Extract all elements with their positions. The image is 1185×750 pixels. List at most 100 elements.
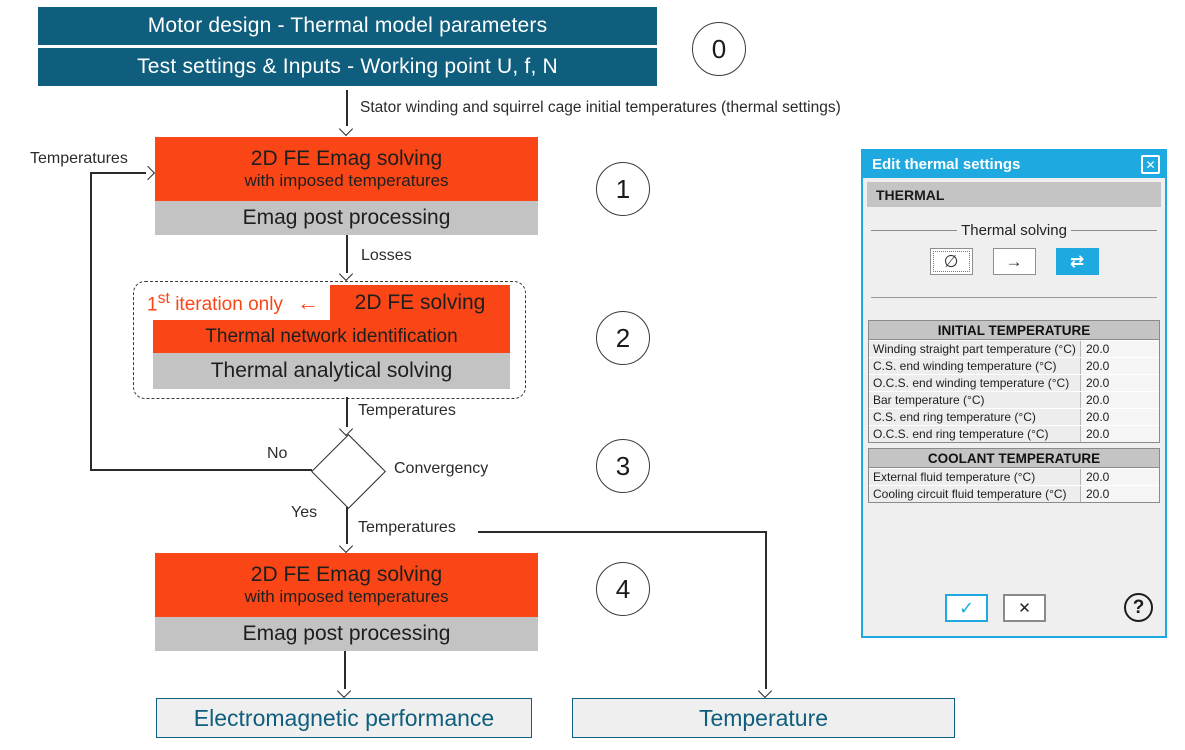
- temperature-branch-line: [478, 531, 766, 533]
- step1-emag-solving-box: 2D FE Emag solving with imposed temperat…: [155, 137, 538, 201]
- param-value[interactable]: 20.0: [1080, 341, 1159, 357]
- step2-analytical-solving-label: Thermal analytical solving: [210, 359, 453, 382]
- step-badge-1: 1: [596, 162, 650, 216]
- arrowhead-down-icon: [338, 421, 354, 437]
- arrow-line: [346, 397, 348, 427]
- param-label: C.S. end winding temperature (°C): [869, 358, 1080, 374]
- banner-motor-design-label: Motor design - Thermal model parameters: [147, 14, 548, 37]
- step1-title: 2D FE Emag solving: [250, 147, 443, 170]
- initial-temperature-header: INITIAL TEMPERATURE: [869, 321, 1159, 340]
- param-label: C.S. end ring temperature (°C): [869, 409, 1080, 425]
- cancel-button[interactable]: ✕: [1003, 594, 1046, 622]
- arrowhead-down-icon: [336, 683, 352, 699]
- mid-temperatures-label: Temperatures: [358, 402, 456, 419]
- arrow-line: [346, 235, 348, 273]
- thermal-solving-group-legend: Thermal solving: [871, 222, 1157, 239]
- step-badge-3-label: 3: [615, 450, 631, 481]
- step4-post-label: Emag post processing: [242, 622, 451, 645]
- note-text: iteration only: [175, 294, 283, 316]
- param-label: Cooling circuit fluid temperature (°C): [869, 486, 1080, 502]
- solver-one-way-button[interactable]: →: [992, 248, 1036, 275]
- banner-motor-design: Motor design - Thermal model parameters: [38, 7, 657, 45]
- first-iteration-text: 1st iteration only: [147, 290, 283, 316]
- coolant-temperature-header: COOLANT TEMPERATURE: [869, 449, 1159, 468]
- edit-thermal-settings-dialog: Edit thermal settings ✕ THERMAL Thermal …: [861, 149, 1167, 638]
- step-badge-4: 4: [596, 562, 650, 616]
- initial-temperature-table: INITIAL TEMPERATURE Winding straight par…: [868, 320, 1160, 443]
- step-badge-3: 3: [596, 439, 650, 493]
- legend-rule: [1070, 230, 1157, 231]
- loop-line: [90, 172, 92, 470]
- step2-network-identification-label: Thermal network identification: [205, 325, 458, 347]
- left-arrow-icon: ←: [297, 290, 319, 315]
- solver-mode-buttons: ∅ → ⇄: [863, 248, 1165, 275]
- arrowhead-down-icon: [338, 538, 354, 554]
- thermal-section-label: THERMAL: [876, 186, 945, 203]
- note-sup: st: [157, 289, 170, 307]
- banner-test-settings-label: Test settings & Inputs - Working point U…: [137, 55, 558, 78]
- step1-post-processing-box: Emag post processing: [155, 201, 538, 235]
- note-num: 1: [147, 294, 158, 316]
- step2-analytical-solving-box: Thermal analytical solving: [153, 353, 510, 389]
- arrowhead-down-icon: [338, 266, 354, 282]
- checkmark-icon: ✓: [958, 597, 975, 618]
- table-row: O.C.S. end ring temperature (°C) 20.0: [869, 425, 1159, 442]
- param-value[interactable]: 20.0: [1080, 469, 1159, 485]
- loop-temperatures-label: Temperatures: [30, 150, 128, 167]
- param-value[interactable]: 20.0: [1080, 486, 1159, 502]
- arrow-line: [344, 651, 346, 689]
- step4-emag-solving-box: 2D FE Emag solving with imposed temperat…: [155, 553, 538, 617]
- param-value[interactable]: 20.0: [1080, 392, 1159, 408]
- param-value[interactable]: 20.0: [1080, 426, 1159, 442]
- step2-fe-solving-label: 2D FE solving: [354, 290, 486, 314]
- table-row: Cooling circuit fluid temperature (°C) 2…: [869, 485, 1159, 502]
- decision-convergency-label: Convergency: [394, 460, 489, 477]
- table-row: Bar temperature (°C) 20.0: [869, 391, 1159, 408]
- initial-temperatures-label: Stator winding and squirrel cage initial…: [360, 99, 841, 116]
- convergency-diamond: [311, 434, 386, 509]
- arrowhead-right-icon: [140, 165, 156, 181]
- step4-subtitle: with imposed temperatures: [244, 587, 449, 606]
- step1-subtitle: with imposed temperatures: [244, 171, 449, 190]
- param-value[interactable]: 20.0: [1080, 375, 1159, 391]
- question-mark-icon: ?: [1132, 596, 1145, 618]
- arrowhead-down-icon: [338, 121, 354, 137]
- two-way-arrows-icon: ⇄: [1069, 251, 1085, 271]
- dialog-title-label: Edit thermal settings: [872, 156, 1021, 173]
- help-button[interactable]: ?: [1124, 593, 1153, 622]
- step-badge-2-label: 2: [615, 322, 631, 353]
- banner-test-settings: Test settings & Inputs - Working point U…: [38, 48, 657, 86]
- out-temperatures-label: Temperatures: [358, 519, 456, 536]
- close-icon: ✕: [1145, 157, 1156, 172]
- step-badge-2: 2: [596, 311, 650, 365]
- step1-post-label: Emag post processing: [242, 206, 451, 229]
- param-value[interactable]: 20.0: [1080, 409, 1159, 425]
- arrowhead-down-icon: [757, 683, 773, 699]
- param-label: Bar temperature (°C): [869, 392, 1080, 408]
- dialog-titlebar[interactable]: Edit thermal settings: [863, 151, 1165, 178]
- ok-button[interactable]: ✓: [945, 594, 988, 622]
- decision-no-label: No: [267, 445, 288, 462]
- param-label: External fluid temperature (°C): [869, 469, 1080, 485]
- solver-two-way-button[interactable]: ⇄: [1055, 248, 1099, 275]
- output-electromagnetic-performance: Electromagnetic performance: [156, 698, 532, 738]
- step-badge-0-label: 0: [711, 33, 727, 64]
- dialog-close-button[interactable]: ✕: [1141, 155, 1160, 174]
- cancel-x-icon: ✕: [1018, 600, 1031, 617]
- param-value[interactable]: 20.0: [1080, 358, 1159, 374]
- table-row: External fluid temperature (°C) 20.0: [869, 468, 1159, 485]
- table-row: C.S. end ring temperature (°C) 20.0: [869, 408, 1159, 425]
- table-row: O.C.S. end winding temperature (°C) 20.0: [869, 374, 1159, 391]
- step2-network-identification-box: Thermal network identification: [153, 320, 510, 353]
- step2-fe-solving-box: 2D FE solving: [330, 285, 510, 320]
- temperature-branch-line: [765, 531, 767, 689]
- loop-line: [90, 172, 146, 174]
- solver-none-button[interactable]: ∅: [929, 248, 973, 275]
- param-label: Winding straight part temperature (°C): [869, 341, 1080, 357]
- step-badge-4-label: 4: [615, 573, 631, 604]
- arrow-line: [346, 90, 348, 126]
- divider: [871, 297, 1157, 298]
- param-label: O.C.S. end ring temperature (°C): [869, 426, 1080, 442]
- step-badge-1-label: 1: [615, 173, 631, 204]
